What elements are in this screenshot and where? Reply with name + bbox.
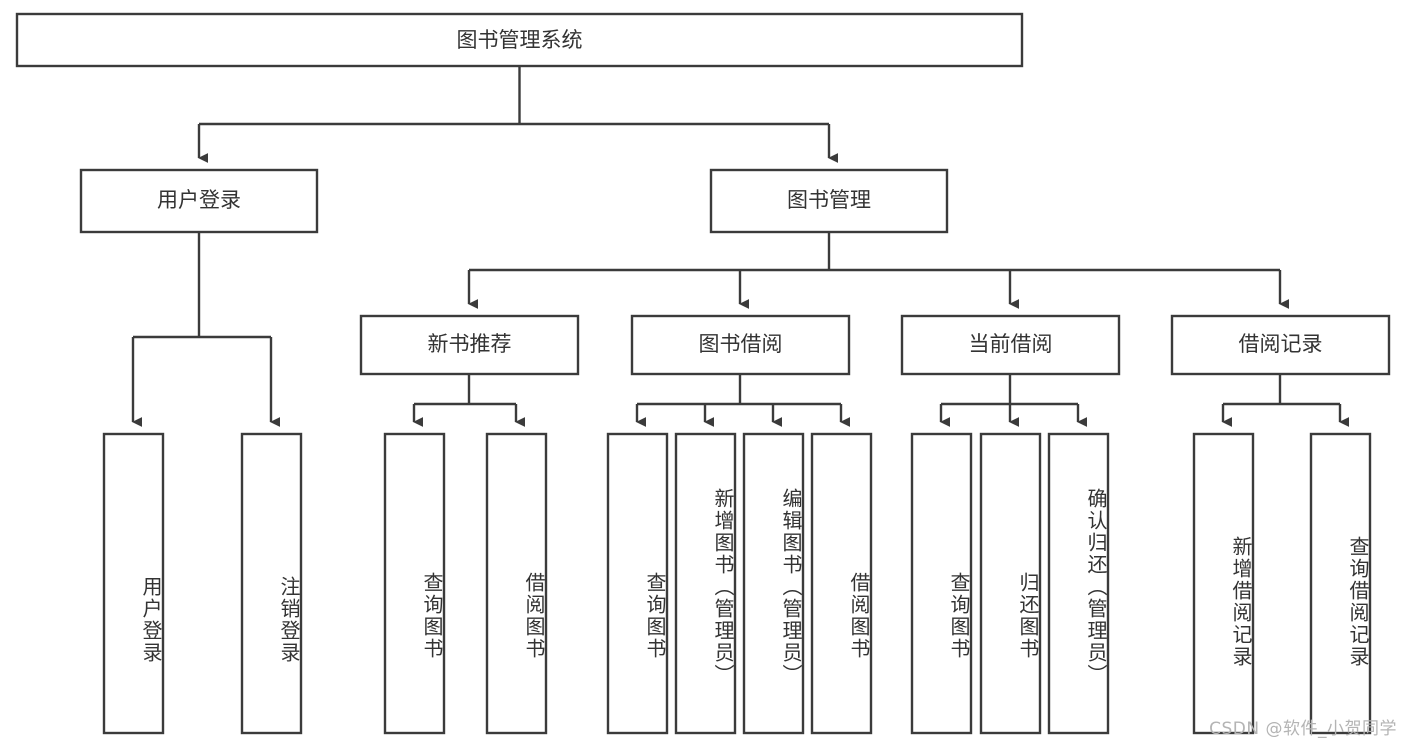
csdn-watermark: CSDN @软件_小贺同学 (1209, 719, 1397, 739)
leaf-label-query-book-newbook: 查询图书 (420, 571, 444, 660)
leaf-label-borrow-book: 借阅图书 (847, 571, 871, 660)
leaf-box[interactable] (1192, 432, 1255, 735)
connector-root-to-level2 (197, 66, 838, 163)
leaf-box[interactable] (674, 432, 737, 735)
leaf-box[interactable] (810, 432, 873, 735)
leaf-box[interactable] (102, 432, 165, 735)
leaf-box[interactable] (979, 432, 1042, 735)
leaf-label-query-borrow-record: 查询借阅记录 (1346, 535, 1370, 668)
leaf-label-logout: 注销登录 (277, 575, 301, 664)
leaf-box[interactable] (383, 432, 446, 735)
node-root[interactable]: 图书管理系统 (15, 12, 1024, 68)
connector-login-to-leaves (131, 232, 280, 427)
node-borrow-record-label: 借阅记录 (1239, 332, 1323, 356)
leaf-label-add-book-admin: 新增图书（管理员） (711, 487, 735, 686)
node-user-login-label: 用户登录 (157, 188, 241, 212)
connector-newbook-to-leaves (412, 374, 525, 427)
node-book-management-label: 图书管理 (787, 188, 871, 212)
leaf-box[interactable] (485, 432, 548, 735)
node-new-book-recommend[interactable]: 新书推荐 (359, 314, 580, 376)
leaf-label-query-book-borrow: 查询图书 (643, 571, 667, 660)
node-book-borrow-label: 图书借阅 (699, 332, 783, 356)
connector-current-to-leaves (939, 374, 1087, 427)
leaf-label-borrow-book-newbook: 借阅图书 (522, 571, 546, 660)
connector-bookmgmt-to-level3 (467, 232, 1289, 309)
node-user-login[interactable]: 用户登录 (79, 168, 319, 234)
leaf-label-edit-book-admin: 编辑图书（管理员） (779, 487, 803, 686)
leaf-label-query-book-current: 查询图书 (947, 571, 971, 660)
node-new-book-recommend-label: 新书推荐 (428, 332, 512, 356)
leaf-box[interactable] (1309, 432, 1372, 735)
leaf-box[interactable] (240, 432, 303, 735)
leaf-label-add-borrow-record: 新增借阅记录 (1229, 535, 1253, 668)
leaf-box[interactable] (1047, 432, 1110, 735)
leaf-boxes (102, 432, 1372, 735)
leaf-box[interactable] (910, 432, 973, 735)
connector-record-to-leaves (1221, 374, 1349, 427)
node-root-label: 图书管理系统 (457, 28, 583, 52)
leaf-label-user-login: 用户登录 (139, 575, 163, 664)
node-borrow-record[interactable]: 借阅记录 (1170, 314, 1391, 376)
leaf-box[interactable] (742, 432, 805, 735)
leaf-label-return-book: 归还图书 (1016, 571, 1040, 660)
node-book-borrow[interactable]: 图书借阅 (630, 314, 851, 376)
connector-borrow-to-leaves (635, 374, 850, 427)
leaf-box[interactable] (606, 432, 669, 735)
node-current-borrow[interactable]: 当前借阅 (900, 314, 1121, 376)
leaf-label-confirm-return-admin: 确认归还（管理员） (1084, 487, 1108, 686)
node-book-management[interactable]: 图书管理 (709, 168, 949, 234)
node-current-borrow-label: 当前借阅 (969, 332, 1053, 356)
